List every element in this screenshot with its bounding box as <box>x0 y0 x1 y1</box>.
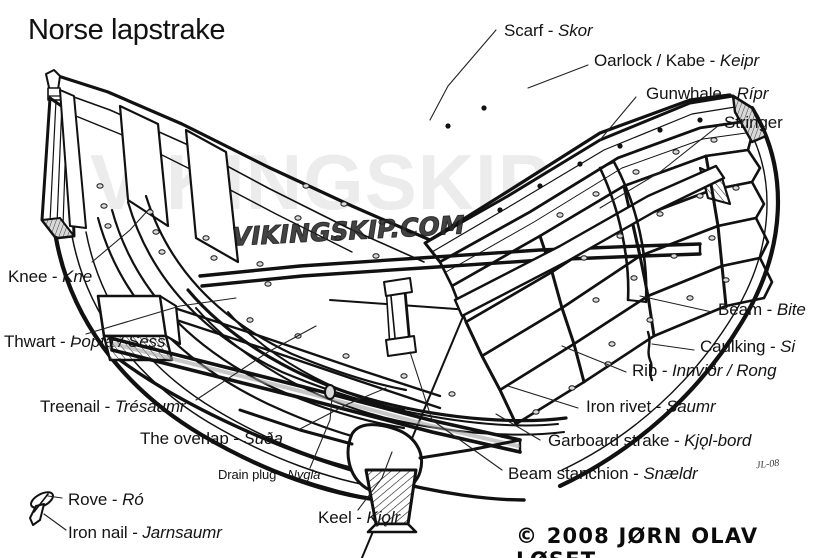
label-drain-plug-sep: - <box>276 467 288 482</box>
label-scarf-sep: - <box>543 21 558 40</box>
label-the-overlap: The overlap - Suða <box>140 430 283 448</box>
label-iron-nail-no: Jarnsaumr <box>142 523 222 542</box>
label-rib-en: Rib <box>632 361 658 380</box>
label-keel-en: Keel <box>318 508 352 527</box>
label-treenail: Treenail - Trésaumr <box>40 397 186 416</box>
label-beam-sep: - <box>762 300 777 319</box>
label-rib-sep: - <box>657 361 673 380</box>
label-the-overlap-en: The overlap <box>140 429 229 448</box>
label-thwart: Thwart - Þopta / Sess <box>4 333 165 351</box>
label-scarf-no: Skor <box>558 21 593 40</box>
hull-bottom-sweep <box>53 231 385 503</box>
label-treenail-sep: - <box>100 397 115 416</box>
label-scarf-en: Scarf <box>504 21 544 40</box>
label-beam-stanchion-no: Snældr <box>643 464 698 483</box>
hull-drawing: VIKINGSKIP.COM <box>29 29 781 558</box>
label-stringer: Stringer <box>724 114 783 132</box>
label-oarlock-sep: - <box>705 51 720 70</box>
label-drain-plug-no: Nygla <box>287 467 321 482</box>
label-thwart-no: Þopta / Sess <box>70 332 166 351</box>
keel-plank <box>108 336 522 454</box>
beam-crossmember <box>198 242 702 288</box>
label-rib: Rib - Innviðr / Rong <box>632 361 777 380</box>
label-iron-rivet-no: Saumr <box>665 397 716 416</box>
label-knee-sep: - <box>47 267 63 286</box>
label-the-overlap-no: Suða <box>243 429 283 448</box>
caulking-detail <box>646 330 654 382</box>
label-oarlock: Oarlock / Kabe - Keipr <box>594 52 759 70</box>
label-iron-nail: Iron nail - Jarnsaumr <box>68 524 222 542</box>
label-drain-plug: Drain plug - Nygla <box>218 468 320 482</box>
label-iron-rivet-sep: - <box>651 397 666 416</box>
label-drain-plug-en: Drain plug <box>218 467 277 482</box>
page-title: Norse lapstrake <box>28 14 226 46</box>
label-gunwhale-sep: - <box>721 84 737 103</box>
far-gunwale-band <box>53 73 732 242</box>
drain-plug-detail <box>324 384 336 400</box>
label-knee-en: Knee <box>8 267 48 286</box>
label-knee: Knee - Kne <box>8 268 92 286</box>
keel-cross-section <box>238 408 522 534</box>
label-beam-stanchion: Beam stanchion - Snældr <box>508 465 698 483</box>
label-scarf: Scarf - Skor <box>504 22 593 40</box>
thwart-member <box>148 298 442 410</box>
label-keel-sep: - <box>351 508 367 527</box>
label-beam-stanchion-en: Beam stanchion <box>508 464 629 483</box>
label-beam-en: Beam <box>718 300 763 319</box>
far-side-planking-left <box>59 89 425 264</box>
label-garboard-strake: Garboard strake - Kjǫl-bord <box>548 432 751 450</box>
label-rove-en: Rove <box>68 490 108 509</box>
label-beam: Beam - Bite <box>718 301 806 319</box>
label-iron-rivet: Iron rivet - Saumr <box>586 398 716 416</box>
copyright-notice: © 2008 JØRN OLAV LØSET <box>516 524 759 558</box>
label-keel: Keel - Kjǫlr <box>318 509 400 527</box>
stringer-member <box>329 164 726 558</box>
label-beam-no: Bite <box>776 300 806 319</box>
label-thwart-en: Thwart <box>4 332 56 351</box>
label-treenail-no: Trésaumr <box>114 397 186 416</box>
label-treenail-en: Treenail <box>40 397 100 416</box>
label-caulking-sep: - <box>765 337 781 356</box>
label-beam-stanchion-sep: - <box>628 464 644 483</box>
label-iron-nail-sep: - <box>127 523 143 542</box>
label-oarlock-en: Oarlock / Kabe <box>594 51 706 70</box>
label-iron-nail-en: Iron nail <box>68 523 128 542</box>
label-gunwhale: Gunwhale - Rípr <box>646 85 768 103</box>
label-caulking: Caulking - Si <box>700 338 795 356</box>
label-rove-no: Ró <box>122 490 144 509</box>
label-caulking-no: Si <box>780 337 796 356</box>
label-stringer-en: Stringer <box>724 113 783 132</box>
label-thwart-sep: - <box>55 332 71 351</box>
label-rib-no: Innviðr / Rong <box>672 361 777 380</box>
beam-stanchion-post <box>383 277 417 357</box>
label-knee-no: Kne <box>62 267 93 286</box>
label-rove: Rove - Ró <box>68 491 144 509</box>
label-gunwhale-no: Rípr <box>736 84 769 103</box>
label-rove-sep: - <box>107 490 123 509</box>
label-garboard-strake-sep: - <box>669 431 685 450</box>
label-the-overlap-sep: - <box>228 429 244 448</box>
label-garboard-strake-en: Garboard strake <box>548 431 670 450</box>
label-iron-rivet-en: Iron rivet <box>586 397 652 416</box>
label-garboard-strake-no: Kjǫl-bord <box>684 431 752 450</box>
label-gunwhale-en: Gunwhale <box>646 84 722 103</box>
label-keel-no: Kjǫlr <box>366 508 400 527</box>
leader-lines <box>43 29 719 531</box>
label-caulking-en: Caulking <box>700 337 766 356</box>
label-oarlock-no: Keipr <box>719 51 760 70</box>
bottom-frames-center <box>186 288 568 436</box>
